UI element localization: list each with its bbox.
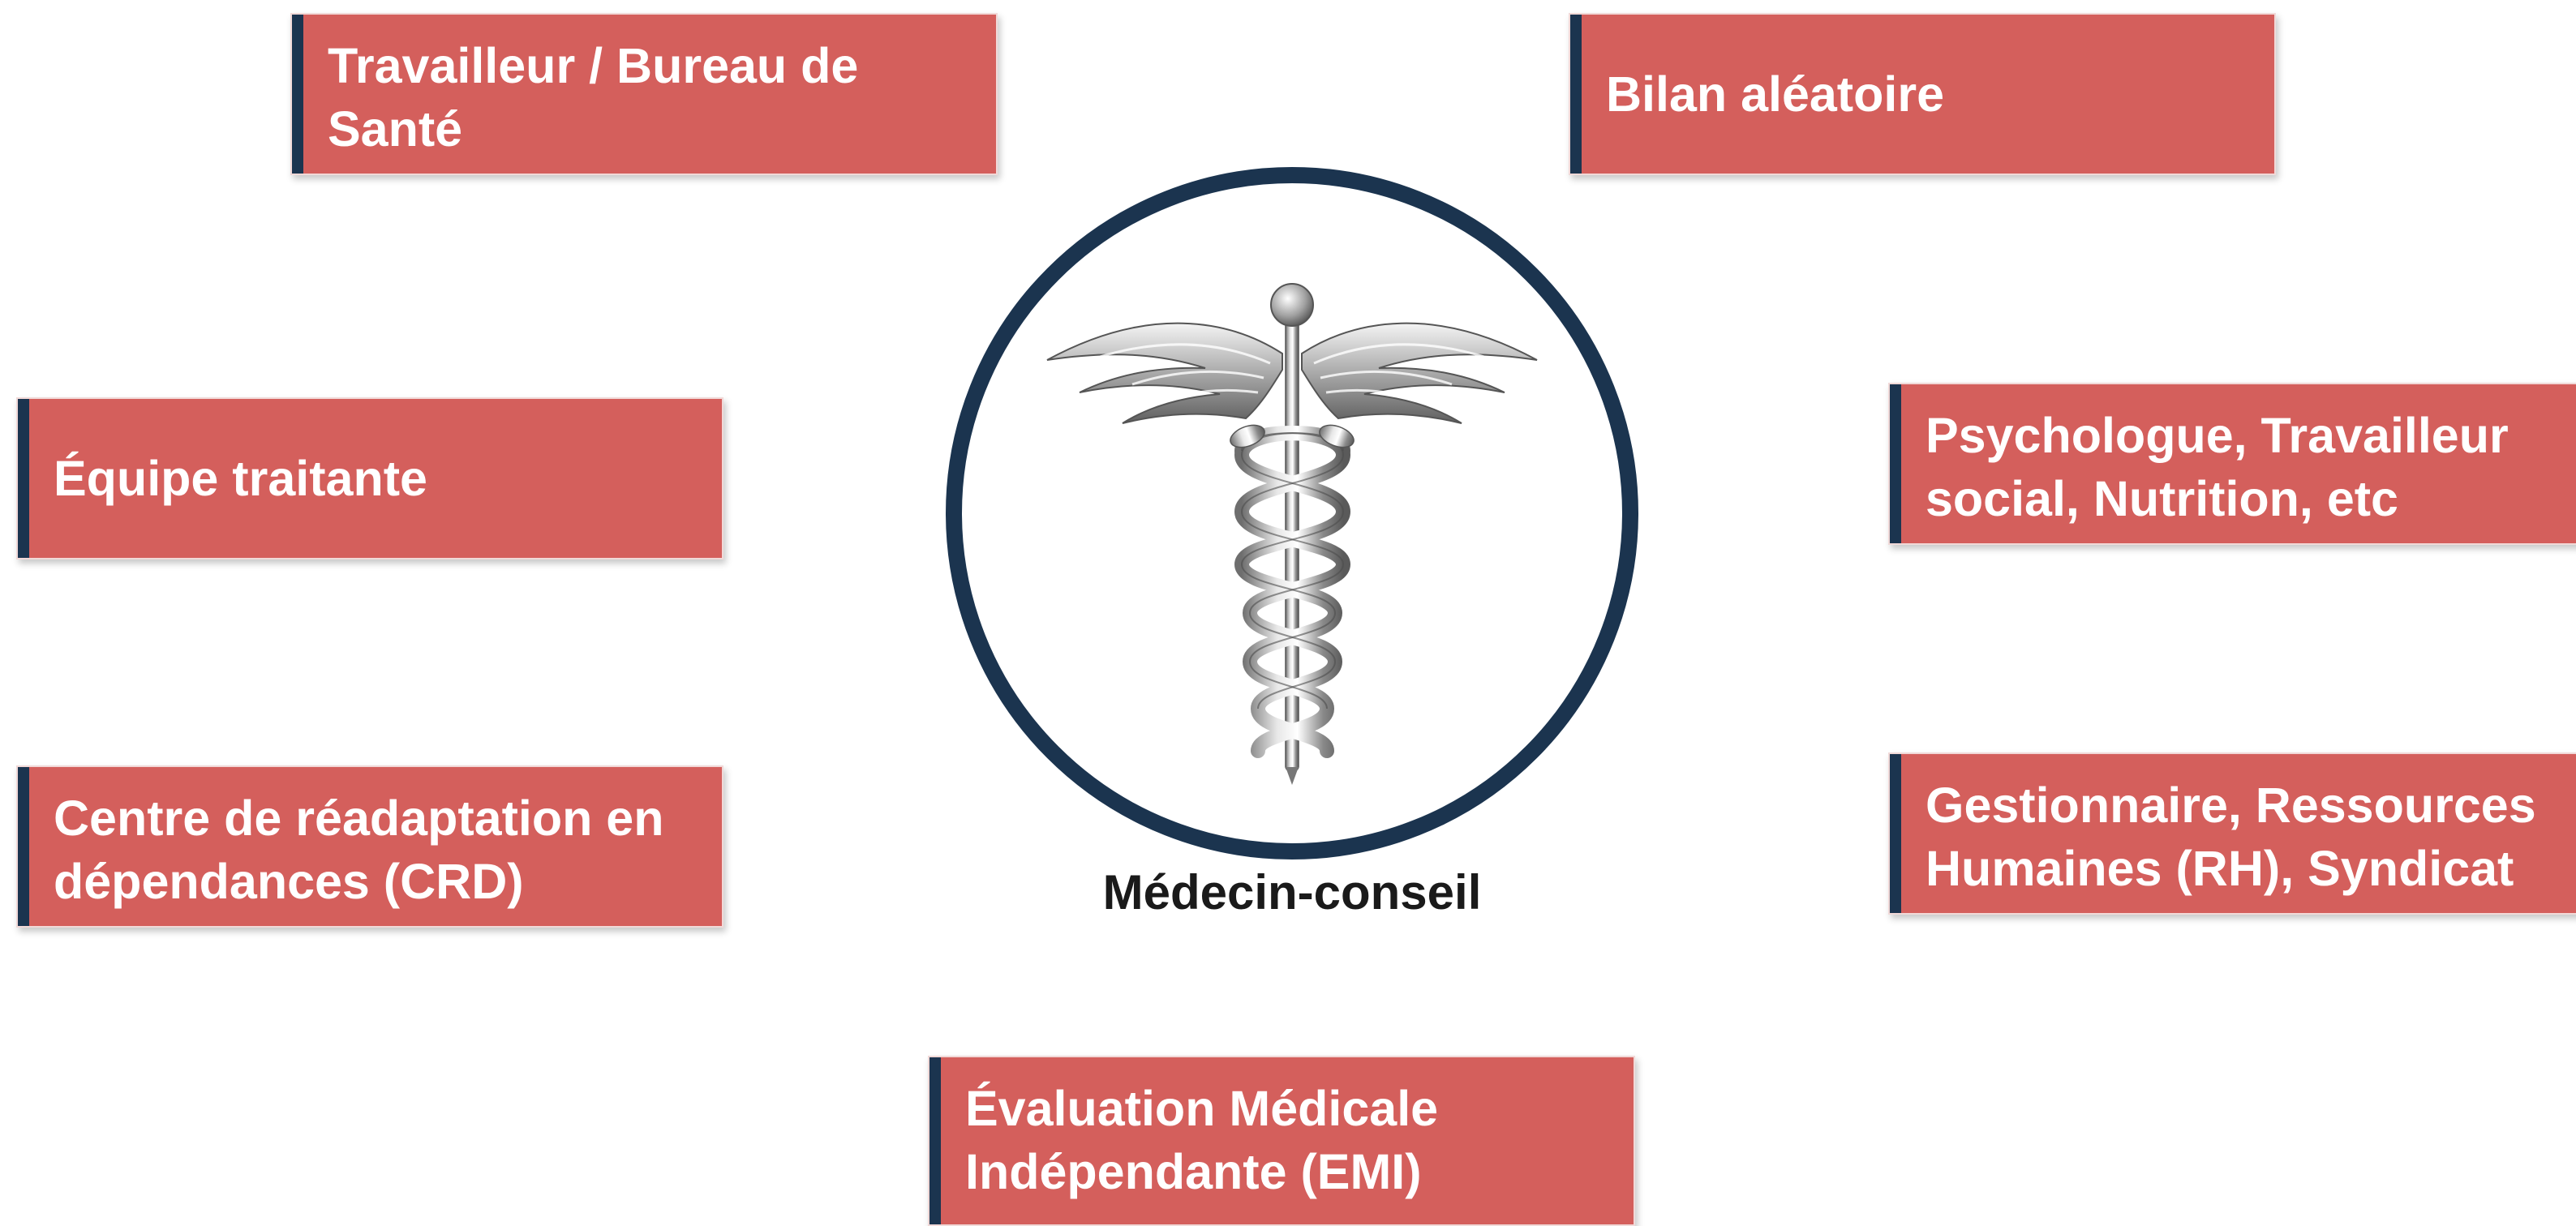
box-line: Évaluation Médicale bbox=[965, 1081, 1439, 1136]
box-equipe-traitante: Équipe traitante bbox=[16, 397, 723, 559]
box-line: Travailleur / Bureau de bbox=[328, 38, 859, 93]
box-line: Psychologue, Travailleur bbox=[1926, 408, 2509, 463]
center-circle bbox=[946, 167, 1638, 859]
box-travailleur-bureau-sante: Travailleur / Bureau de Santé bbox=[290, 13, 998, 175]
box-line: Santé bbox=[328, 101, 463, 156]
center-label: Médecin-conseil bbox=[1102, 865, 1482, 920]
box-bilan-aleatoire: Bilan aléatoire bbox=[1569, 13, 2276, 175]
box-gestionnaire: Gestionnaire, Ressources Humaines (RH), … bbox=[1888, 752, 2576, 915]
caduceus-icon bbox=[1046, 283, 1538, 785]
box-line: Équipe traitante bbox=[54, 451, 427, 506]
box-psychologue: Psychologue, Travailleur social, Nutriti… bbox=[1888, 383, 2576, 545]
box-line: Gestionnaire, Ressources bbox=[1926, 778, 2536, 833]
box-line: dépendances (CRD) bbox=[54, 854, 524, 909]
box-line: social, Nutrition, etc bbox=[1926, 471, 2398, 526]
box-line: Humaines (RH), Syndicat bbox=[1926, 841, 2514, 896]
box-line: Indépendante (EMI) bbox=[965, 1144, 1422, 1199]
box-evaluation-medicale: Évaluation Médicale Indépendante (EMI) bbox=[928, 1056, 1635, 1226]
box-line: Bilan aléatoire bbox=[1606, 66, 1944, 122]
box-line: Centre de réadaptation en bbox=[54, 791, 664, 846]
box-centre-readaptation: Centre de réadaptation en dépendances (C… bbox=[16, 765, 723, 928]
